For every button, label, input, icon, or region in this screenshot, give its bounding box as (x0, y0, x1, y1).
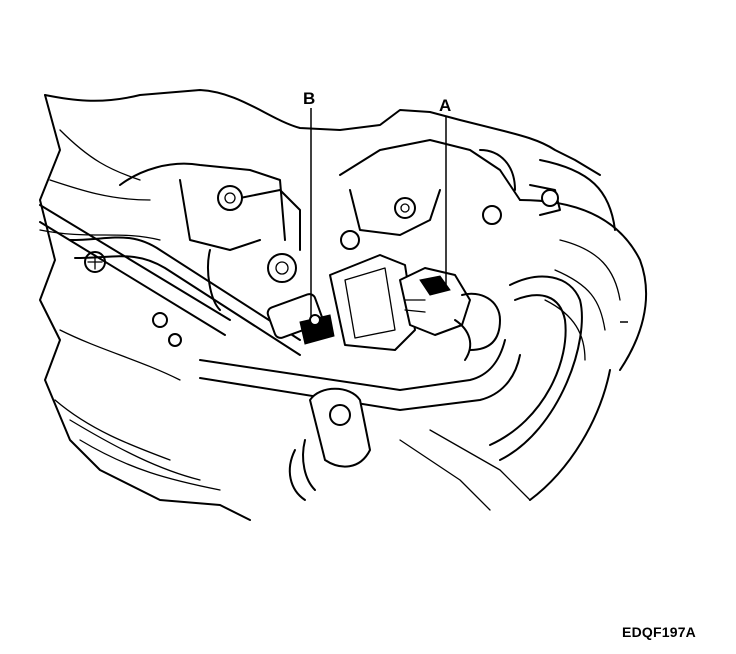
engine-body (39, 89, 648, 521)
sensor-b (266, 293, 335, 345)
connector-a (329, 254, 501, 361)
upper-block (119, 139, 561, 311)
figure-code: EDQF197A (622, 624, 696, 640)
bracket (288, 387, 371, 501)
hoses (39, 204, 583, 511)
callout-b-label: B (303, 89, 315, 108)
callout-lines (310, 108, 447, 318)
callout-a-label: A (439, 96, 451, 115)
